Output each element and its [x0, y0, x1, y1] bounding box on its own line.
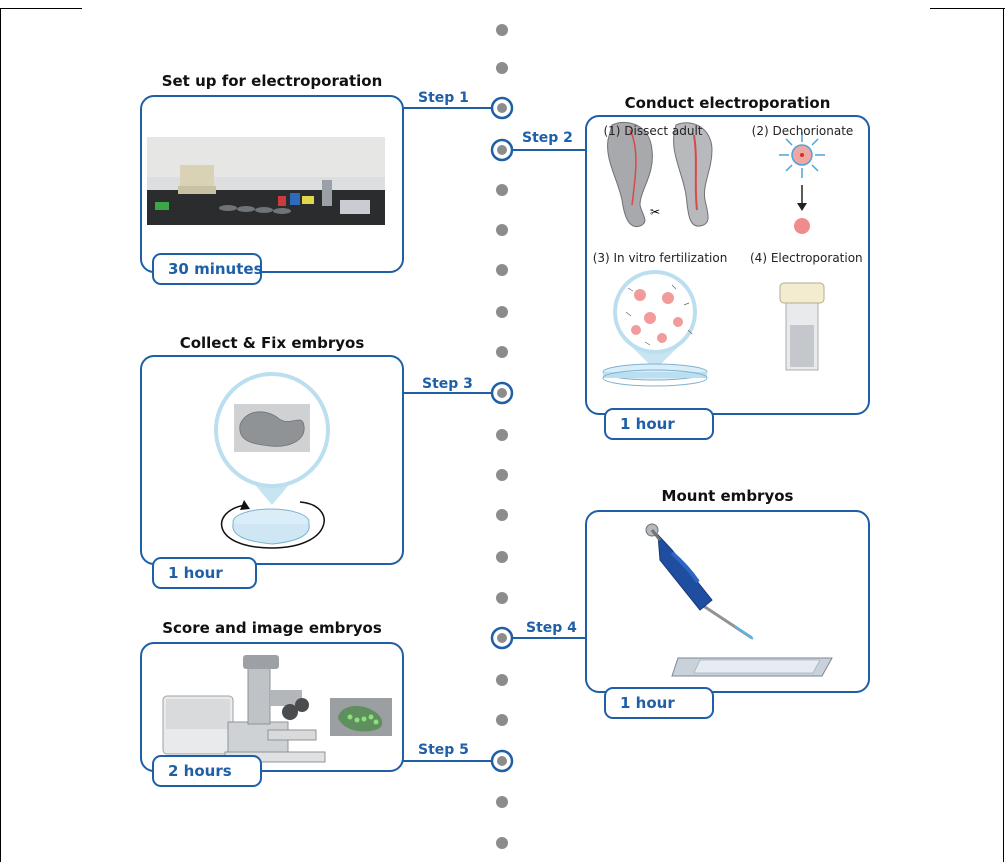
step-2-title: Conduct electroporation [624, 94, 831, 112]
step-5-title: Score and image embryos [162, 619, 382, 637]
step-2-marker [490, 138, 514, 162]
step-5-duration: 2 hours [152, 755, 262, 787]
step-3-marker [490, 381, 514, 405]
microscope-icon [162, 655, 326, 763]
step-5-marker [490, 749, 514, 773]
step-3-title: Collect & Fix embryos [179, 334, 365, 352]
step-3-duration: 1 hour [152, 557, 257, 589]
step-4-title: Mount embryos [661, 487, 794, 505]
substep-dechorionate-label: (2) Dechorionate [751, 124, 854, 138]
dechorionate-icon [779, 132, 825, 234]
substep-fertilization-label: (3) In vitro fertilization [592, 251, 728, 265]
step-1-title: Set up for electroporation [161, 72, 383, 90]
frame-right-line [1003, 8, 1004, 862]
step-4-duration: 1 hour [604, 687, 714, 719]
step-5-box [140, 642, 404, 772]
fertilization-dish-icon [602, 270, 708, 387]
step-2-label: Step 2 [522, 130, 573, 146]
lab-bench-photo [147, 137, 385, 225]
step-2-box [585, 115, 870, 415]
step-1-marker [490, 96, 514, 120]
frame-top-right-line [930, 8, 1005, 9]
timeline-dots [496, 24, 508, 849]
step-5-label: Step 5 [418, 742, 469, 758]
pipette-icon [645, 523, 754, 640]
step-2-duration: 1 hour [604, 408, 714, 440]
step-1-box [140, 95, 404, 273]
step-1-label: Step 1 [418, 90, 469, 106]
substep-dissect-label: (1) Dissect adult [603, 124, 703, 138]
substep-electroporation-label: (4) Electroporation [750, 251, 863, 265]
frame-left-line [0, 8, 1, 862]
petri-dish-icon [214, 372, 330, 549]
step-1-duration: 30 minutes [152, 253, 263, 285]
step-3-box [140, 355, 404, 565]
tunicate-dissection-icon: ✂ [607, 121, 713, 228]
glass-slide-icon [671, 657, 833, 677]
step-3-label: Step 3 [422, 376, 473, 392]
step-connectors [403, 107, 585, 762]
step-4-label: Step 4 [526, 620, 577, 636]
step-4-marker [490, 626, 514, 650]
embryo-fluorescence-icon [330, 698, 392, 736]
svg-text:✂: ✂ [650, 205, 660, 219]
frame-top-left-line [0, 8, 82, 9]
step-4-box [585, 510, 870, 693]
cuvette-icon [779, 282, 825, 371]
